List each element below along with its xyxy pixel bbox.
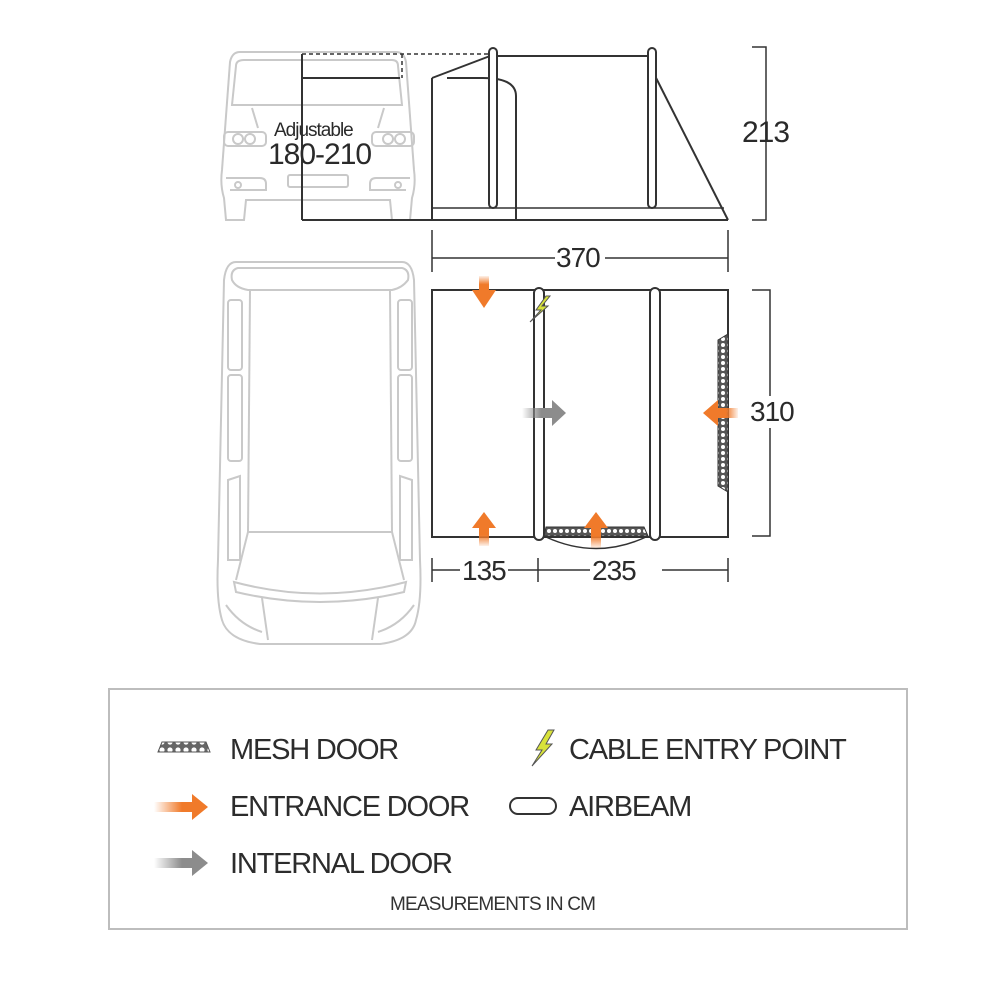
tent-top-view xyxy=(431,287,729,541)
mesh-door-icon xyxy=(157,741,211,753)
van-top-view xyxy=(216,261,422,645)
van-front-view xyxy=(220,51,416,221)
height-dimension xyxy=(752,46,767,221)
legend-mesh-door-label: MESH DOOR xyxy=(230,734,399,766)
entrance-door-arrow-bottom-center xyxy=(584,512,608,548)
legend-internal-door-label: INTERNAL DOOR xyxy=(230,848,453,880)
width-dimension xyxy=(431,230,729,272)
adjustable-range-label: 180-210 xyxy=(268,138,372,171)
adjustable-label: Adjustable xyxy=(274,120,354,141)
section-left-value: 135 xyxy=(462,555,507,586)
legend-icons xyxy=(154,729,557,876)
entrance-door-arrow-bottom-left xyxy=(472,512,496,546)
section-right-value: 235 xyxy=(592,555,637,586)
entrance-door-arrow-icon xyxy=(154,794,208,820)
height-value: 213 xyxy=(742,116,790,149)
legend-cable-entry-label: CABLE ENTRY POINT xyxy=(569,734,847,766)
door-swing-arc xyxy=(545,536,647,550)
airbeam-icon xyxy=(509,797,557,815)
measurements-footnote: MEASUREMENTS IN CM xyxy=(390,894,596,915)
cable-entry-icon xyxy=(531,729,555,767)
width-value: 370 xyxy=(556,242,601,273)
internal-door-arrow-icon xyxy=(154,850,208,876)
legend-airbeam-label: AIRBEAM xyxy=(569,791,692,823)
tent-side-view xyxy=(301,47,729,221)
entrance-door-arrow-right xyxy=(703,400,738,426)
internal-door-arrow xyxy=(522,400,566,426)
depth-value: 310 xyxy=(750,396,795,428)
entrance-door-arrow-top xyxy=(472,276,496,308)
legend: MESH DOOR CABLE ENTRY POINT ENTRANCE DOO… xyxy=(108,688,908,930)
cable-entry-icon xyxy=(529,295,552,323)
section-dimensions xyxy=(431,558,729,582)
legend-entrance-door-label: ENTRANCE DOOR xyxy=(230,791,470,823)
